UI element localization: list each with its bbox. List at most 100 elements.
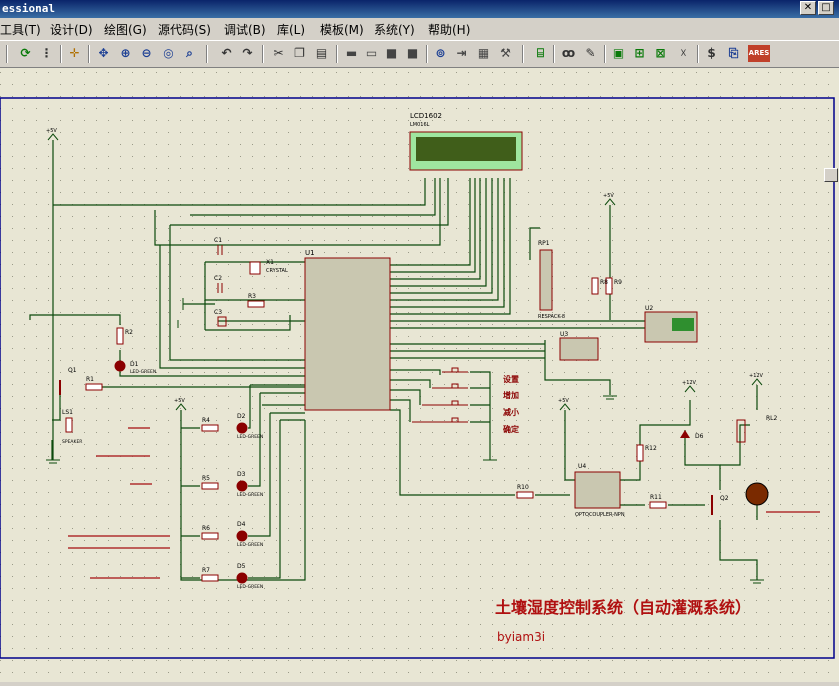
- u3-label: U3: [560, 331, 568, 338]
- resistor-pack-rp1[interactable]: RP1 RESPACK-8: [538, 240, 565, 320]
- chip-u3[interactable]: U3: [559, 331, 599, 361]
- design-explorer-icon[interactable]: ⎘: [728, 46, 739, 60]
- capacitor-c1[interactable]: C1: [214, 237, 223, 255]
- transistor-q2[interactable]: Q2: [711, 495, 729, 515]
- button-sub-label: 减小: [503, 407, 519, 417]
- menu-debug[interactable]: 调试(B): [224, 23, 266, 37]
- toolbar-separator: [522, 45, 524, 63]
- grid-icon[interactable]: ⋮: [40, 46, 53, 60]
- sensor-u2[interactable]: U2: [644, 305, 698, 343]
- block-delete-icon[interactable]: ■: [406, 46, 419, 60]
- d2-value: LED-GREEN: [237, 434, 263, 440]
- power-symbols: [46, 133, 764, 584]
- toolbar: ⟳ ⋮ ✛ ✥ ⊕ ⊖ ◎ ⌕ ↶ ↷ ✂ ❐ ▤ ▬ ▭ ■ ■ ⊚ ⇥ ▦ …: [0, 40, 839, 68]
- c3-label: C3: [214, 309, 222, 316]
- pan-icon[interactable]: ✥: [98, 46, 109, 60]
- r4-label: R4: [202, 417, 210, 424]
- exit-to-parent-icon[interactable]: ⊠: [655, 46, 666, 60]
- u2-label: U2: [645, 305, 653, 312]
- wire-autoroute-icon[interactable]: ⌸: [536, 46, 545, 60]
- cut-icon[interactable]: ✂: [273, 46, 284, 60]
- c2-label: C2: [214, 275, 222, 282]
- electrical-check-icon[interactable]: $: [707, 46, 716, 60]
- undo-icon[interactable]: ↶: [221, 46, 232, 60]
- zoom-out-icon[interactable]: ⊖: [141, 46, 152, 60]
- menu-bar: 工具(T) 设计(D) 绘图(G) 源代码(S) 调试(B) 库(L) 模板(M…: [0, 18, 839, 39]
- button-labels: 设置 增加 减小 确定: [503, 374, 519, 434]
- menu-library[interactable]: 库(L): [277, 23, 306, 37]
- toolbar-separator: [88, 45, 90, 63]
- toolbar-separator: [6, 45, 8, 63]
- menu-help[interactable]: 帮助(H): [428, 23, 471, 37]
- schematic-canvas[interactable]: LCD1602 LM016L U1 RP1 RESPACK-8 U2 U3 U4…: [0, 68, 839, 682]
- lcd-module[interactable]: LCD1602 LM016L: [409, 112, 523, 171]
- wires: [29, 140, 758, 581]
- block-move-icon[interactable]: ▭: [365, 46, 378, 60]
- toolbar-separator: [206, 45, 208, 63]
- speaker-ls1[interactable]: LS1 SPEAKER: [62, 409, 82, 445]
- pick-device-icon[interactable]: ⊚: [435, 46, 446, 60]
- led-labels: D1 D2 D3 D4 D5 D6: [130, 361, 704, 570]
- remove-sheet-icon[interactable]: ⊞: [634, 46, 645, 60]
- relay-rl2[interactable]: RL2: [736, 415, 778, 443]
- packaging-icon[interactable]: ▦: [477, 46, 490, 60]
- menu-graph[interactable]: 绘图(G): [104, 23, 147, 37]
- origin-icon[interactable]: ✛: [69, 46, 80, 60]
- toolbar-separator: [262, 45, 264, 63]
- r5-label: R5: [202, 475, 210, 482]
- toolbar-separator: [604, 45, 606, 63]
- toolbar-separator: [553, 45, 555, 63]
- vcc12-label-2: +12V: [749, 373, 764, 379]
- copy-icon[interactable]: ❐: [294, 46, 305, 60]
- maximize-button[interactable]: □: [818, 1, 834, 15]
- u4-label: U4: [578, 463, 586, 470]
- menu-design[interactable]: 设计(D): [50, 23, 93, 37]
- rp1-label: RP1: [538, 240, 550, 247]
- ares-icon[interactable]: ARES: [748, 45, 770, 62]
- menu-system[interactable]: 系统(Y): [374, 23, 415, 37]
- menu-source[interactable]: 源代码(S): [158, 23, 211, 37]
- leds: [114, 360, 248, 584]
- toolbar-separator: [336, 45, 338, 63]
- zoom-area-icon[interactable]: ⌕: [186, 46, 193, 60]
- menu-tools[interactable]: 工具(T): [0, 23, 41, 37]
- x1-value: CRYSTAL: [266, 268, 288, 274]
- mcu-u1[interactable]: U1: [304, 249, 391, 411]
- refresh-icon[interactable]: ⟳: [20, 46, 31, 60]
- r9-label: R9: [614, 279, 622, 286]
- new-sheet-icon[interactable]: ▣: [612, 46, 625, 60]
- capacitor-c2[interactable]: C2: [214, 275, 223, 293]
- scrollbar-right[interactable]: [824, 168, 838, 182]
- d5-value: LED-GREEN: [237, 584, 263, 590]
- d3-value: LED-GREEN: [237, 492, 263, 498]
- close-button[interactable]: ✕: [800, 1, 816, 15]
- capacitor-c3[interactable]: C3: [214, 309, 227, 327]
- paste-icon[interactable]: ▤: [315, 46, 328, 60]
- schematic-drawing[interactable]: LCD1602 LM016L U1 RP1 RESPACK-8 U2 U3 U4…: [0, 68, 839, 682]
- ares-label: ARES: [748, 49, 770, 57]
- block-rotate-icon[interactable]: ■: [385, 46, 398, 60]
- redo-icon[interactable]: ↷: [242, 46, 253, 60]
- transistor-q1[interactable]: Q1: [59, 367, 77, 395]
- zoom-in-icon[interactable]: ⊕: [120, 46, 131, 60]
- property-tool-icon[interactable]: ✎: [585, 46, 596, 60]
- diode-d6: [680, 430, 690, 438]
- menu-template[interactable]: 模板(M): [320, 23, 364, 37]
- bill-of-materials-icon[interactable]: ☓: [680, 46, 687, 60]
- crystal-x1[interactable]: X1 CRYSTAL: [249, 259, 288, 275]
- decompose-icon[interactable]: ⚒: [500, 46, 511, 60]
- block-copy-icon[interactable]: ▬: [345, 46, 358, 60]
- button-ok-label: 确定: [503, 424, 519, 434]
- rl2-label: RL2: [766, 415, 778, 422]
- rp1-value: RESPACK-8: [538, 314, 565, 320]
- resistor-labels: R1 R2 R3 R4 R5 R6 R7 R8 R9 R10 R12 R11: [86, 279, 662, 574]
- search-icon[interactable]: ꝏ: [561, 46, 576, 60]
- optocoupler-u4[interactable]: U4 OPTOCOUPLER-NPN: [574, 463, 625, 518]
- make-device-icon[interactable]: ⇥: [456, 46, 467, 60]
- zoom-all-icon[interactable]: ◎: [163, 46, 174, 60]
- r11-label: R11: [650, 494, 662, 501]
- window-title: essional: [2, 2, 55, 15]
- vcc-label-1: +5V: [46, 128, 57, 134]
- q2-label: Q2: [720, 495, 729, 502]
- d1-label: D1: [130, 361, 139, 368]
